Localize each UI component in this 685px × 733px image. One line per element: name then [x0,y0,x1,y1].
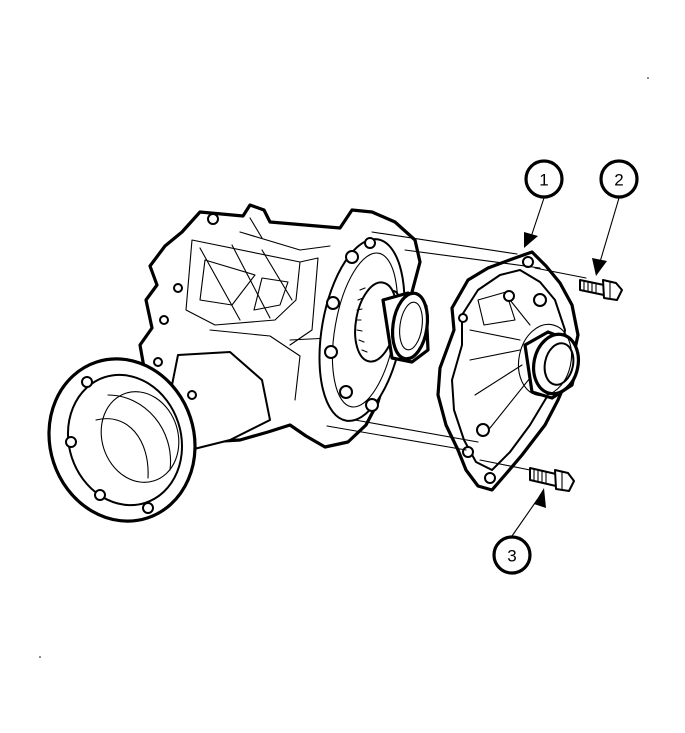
callout-2-label: 2 [614,171,623,190]
callout-1-label: 1 [539,171,548,190]
bolt-2 [579,279,623,301]
cover-plate [436,250,581,492]
callout-3-arrowhead [534,488,546,508]
transfer-case-housing [47,203,430,523]
bolt-3 [529,467,575,492]
mounting-face [318,237,430,422]
alignment-lines [326,231,587,471]
speck [39,656,41,658]
output-flange [47,357,197,523]
callout-2-arrowhead [592,258,607,276]
callout-1: 1 [524,159,564,248]
callout-1-arrowhead [524,232,538,248]
callout-3: 3 [492,488,546,575]
callout-2: 2 [592,159,639,276]
callout-3-label: 3 [507,547,516,566]
speck [647,77,649,79]
